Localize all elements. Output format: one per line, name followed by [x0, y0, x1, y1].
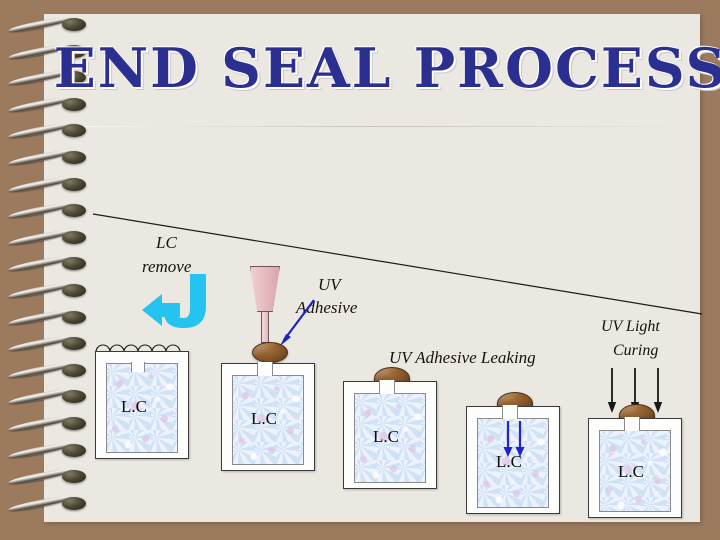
spiral-ring	[7, 280, 94, 301]
adhesive-blob-step-2	[252, 342, 288, 363]
spiral-ring	[7, 360, 94, 380]
spiral-ring	[7, 121, 94, 141]
spiral-ring	[7, 254, 94, 274]
spiral-ring	[7, 227, 94, 247]
cell-seal-gap	[624, 417, 640, 431]
label-uv-light-curing-line2: Curing	[613, 342, 659, 359]
lc-fill	[106, 363, 178, 453]
label-uv-adhesive-line1: UV	[318, 275, 341, 294]
cell-label: L.C	[373, 427, 399, 446]
spiral-ring-bead	[62, 177, 86, 191]
diagram-cell-step-1: L.C	[95, 351, 189, 459]
cell-seal-gap	[257, 362, 273, 376]
spiral-ring-bead	[62, 44, 86, 58]
spiral-ring-bead	[62, 18, 86, 31]
label-uv-light-curing-line1: UV Light	[601, 318, 660, 335]
spiral-ring	[7, 307, 94, 327]
spiral-ring	[7, 174, 94, 194]
uv-adhesive-pointer-arrow-icon	[280, 299, 315, 346]
lc-remove-arrow-icon	[142, 274, 206, 328]
diagram-cell-step-4: L.C	[466, 405, 560, 514]
diagram-cell-step-2: L.C	[221, 362, 315, 471]
cell-seal-gap	[131, 362, 145, 372]
spiral-ring-bead	[62, 337, 86, 351]
spiral-ring	[7, 201, 94, 221]
title-divider-rule	[48, 126, 692, 127]
label-uv-adhesive-leaking: UV Adhesive Leaking	[389, 348, 536, 367]
spiral-ring-bead	[62, 97, 86, 111]
spiral-ring	[7, 493, 94, 513]
spiral-ring	[7, 334, 94, 354]
spiral-ring-bead	[62, 417, 86, 430]
lc-fill	[232, 375, 304, 465]
label-lc-remove-line1: LC	[156, 233, 177, 252]
cell-label: L.C	[618, 462, 644, 481]
cell-label: L.C	[496, 452, 522, 471]
spiral-ring-bead	[62, 151, 86, 164]
lc-fill	[477, 418, 549, 508]
spiral-ring	[7, 68, 94, 88]
diagram-cell-step-3: L.C	[343, 380, 437, 489]
adhesive-leaking-arrows-icon	[503, 421, 525, 457]
cell-label: L.C	[251, 409, 277, 428]
page-title: END SEAL PROCESS	[53, 36, 720, 100]
spiral-ring	[7, 94, 94, 114]
cell-seal-gap	[502, 405, 518, 419]
spiral-ring	[7, 147, 94, 168]
spiral-binding	[0, 0, 110, 540]
spiral-ring	[7, 467, 94, 487]
spiral-ring-bead	[62, 363, 86, 377]
spiral-ring-bead	[62, 470, 86, 484]
spiral-ring-bead	[62, 390, 86, 404]
spiral-ring	[7, 387, 94, 407]
spiral-ring	[7, 14, 94, 35]
spiral-ring-bead	[62, 284, 86, 297]
spiral-ring-bead	[62, 443, 86, 457]
spiral-ring	[7, 413, 94, 434]
spiral-ring-bead	[62, 310, 86, 324]
lc-fill	[354, 393, 426, 483]
spiral-ring	[7, 440, 94, 460]
spiral-ring-bead	[62, 124, 86, 138]
spiral-ring-bead	[62, 230, 86, 244]
diagram-cell-step-5: L.C	[588, 417, 682, 518]
dispenser-nozzle-stem	[261, 311, 269, 343]
lc-fill	[599, 430, 671, 512]
label-lc-remove-line2: remove	[142, 257, 192, 276]
cell-label: L.C	[121, 397, 147, 416]
cell-seal-gap	[379, 380, 395, 394]
spiral-ring-bead	[62, 204, 86, 218]
spiral-ring	[7, 41, 94, 61]
spiral-ring-bead	[62, 257, 86, 271]
spiral-ring-bead	[62, 496, 86, 510]
spiral-ring-bead	[62, 71, 86, 85]
